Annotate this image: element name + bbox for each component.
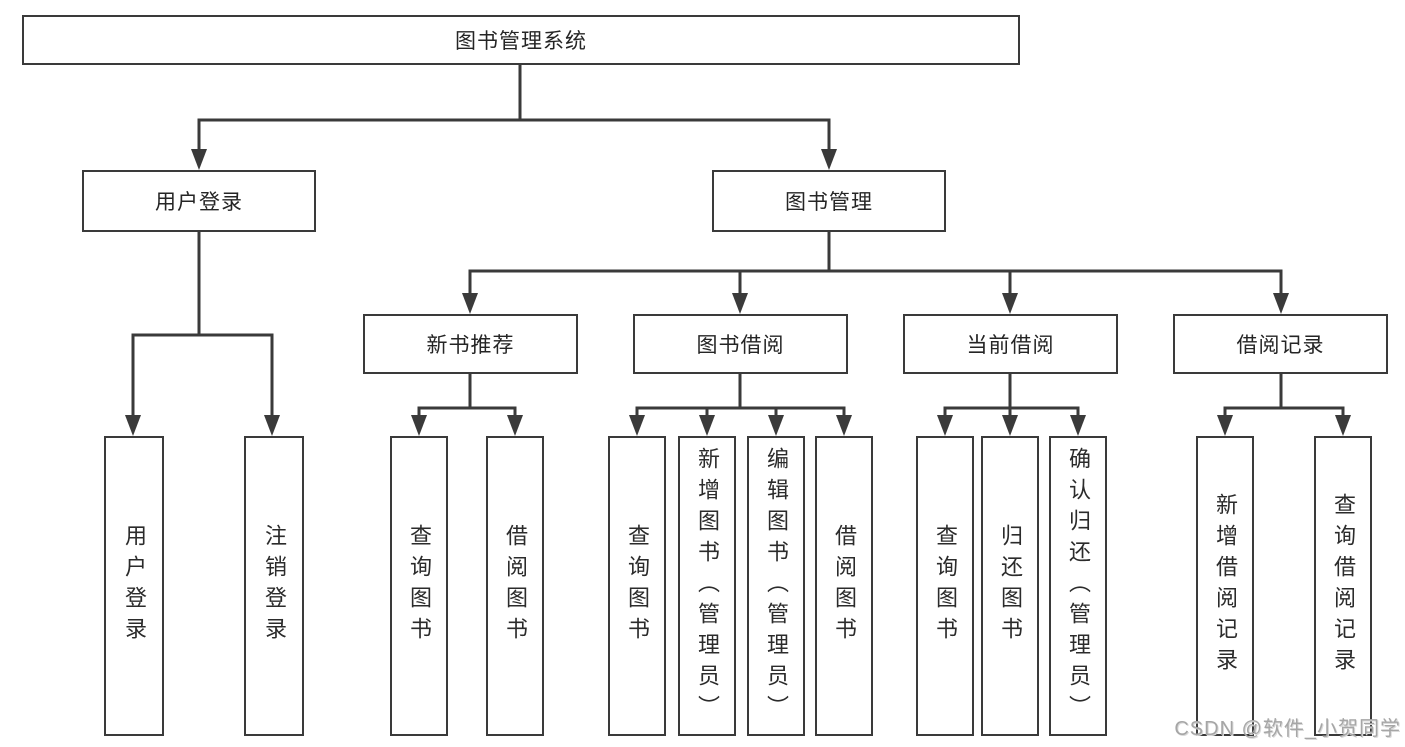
node-current-borrow-label: 当前借阅 — [966, 334, 1055, 357]
node-leaf-add-borrow-record: 新增借阅记录 — [1196, 436, 1254, 736]
arrowhead-icon — [191, 149, 207, 170]
arrowhead-icon — [1002, 415, 1018, 436]
arrowhead-icon — [264, 415, 280, 436]
node-leaf-add-books-admin: 新增图书（管理员） — [678, 436, 736, 736]
arrowhead-icon — [629, 415, 645, 436]
leaf-label: 编辑图书（管理员） — [764, 446, 789, 726]
leaf-label: 查询图书 — [407, 524, 432, 648]
leaf-label: 查询图书 — [625, 524, 650, 648]
node-book-management-label: 图书管理 — [785, 191, 873, 214]
node-leaf-borrow-books-1: 借阅图书 — [486, 436, 544, 736]
node-leaf-confirm-return-admin: 确认归还（管理员） — [1049, 436, 1107, 736]
arrowhead-icon — [462, 293, 478, 314]
arrowhead-icon — [1217, 415, 1233, 436]
leaf-label: 新增图书（管理员） — [695, 446, 720, 726]
leaf-label: 确认归还（管理员） — [1066, 446, 1091, 726]
arrowhead-icon — [411, 415, 427, 436]
node-borrow-records-label: 借阅记录 — [1236, 334, 1325, 357]
node-leaf-query-borrow-record: 查询借阅记录 — [1314, 436, 1372, 736]
node-current-borrow: 当前借阅 — [903, 314, 1118, 374]
node-leaf-query-books-2: 查询图书 — [608, 436, 666, 736]
node-book-management: 图书管理 — [712, 170, 946, 232]
node-new-book-recommend: 新书推荐 — [363, 314, 578, 374]
leaf-label: 用户登录 — [122, 524, 147, 648]
csdn-watermark: CSDN @软件_小贺同学 — [1174, 718, 1401, 740]
leaf-label: 注销登录 — [262, 524, 287, 648]
node-root-system: 图书管理系统 — [22, 15, 1020, 65]
arrowhead-icon — [125, 415, 141, 436]
leaf-label: 借阅图书 — [832, 524, 857, 648]
arrowhead-icon — [1070, 415, 1086, 436]
node-leaf-query-books-3: 查询图书 — [916, 436, 974, 736]
leaf-label: 借阅图书 — [503, 524, 528, 648]
arrowhead-icon — [937, 415, 953, 436]
arrowhead-icon — [1273, 293, 1289, 314]
arrowhead-icon — [768, 415, 784, 436]
node-leaf-return-books: 归还图书 — [981, 436, 1039, 736]
arrowhead-icon — [732, 293, 748, 314]
arrowhead-icon — [821, 149, 837, 170]
node-leaf-borrow-books-2: 借阅图书 — [815, 436, 873, 736]
arrowhead-icon — [1335, 415, 1351, 436]
node-book-borrow-label: 图书借阅 — [696, 334, 785, 357]
leaf-label: 查询借阅记录 — [1331, 493, 1356, 679]
node-root-label: 图书管理系统 — [455, 30, 587, 53]
leaf-label: 归还图书 — [998, 524, 1023, 648]
arrowhead-icon — [1002, 293, 1018, 314]
arrowhead-icon — [699, 415, 715, 436]
node-new-book-recommend-label: 新书推荐 — [426, 334, 515, 357]
node-leaf-logout: 注销登录 — [244, 436, 304, 736]
leaf-label: 查询图书 — [933, 524, 958, 648]
node-leaf-edit-books-admin: 编辑图书（管理员） — [747, 436, 805, 736]
node-borrow-records: 借阅记录 — [1173, 314, 1388, 374]
arrowhead-icon — [507, 415, 523, 436]
node-user-login-label: 用户登录 — [155, 191, 243, 214]
node-leaf-user-login: 用户登录 — [104, 436, 164, 736]
leaf-label: 新增借阅记录 — [1213, 493, 1238, 679]
node-leaf-query-books-1: 查询图书 — [390, 436, 448, 736]
node-book-borrow: 图书借阅 — [633, 314, 848, 374]
node-user-login: 用户登录 — [82, 170, 316, 232]
arrowhead-icon — [836, 415, 852, 436]
